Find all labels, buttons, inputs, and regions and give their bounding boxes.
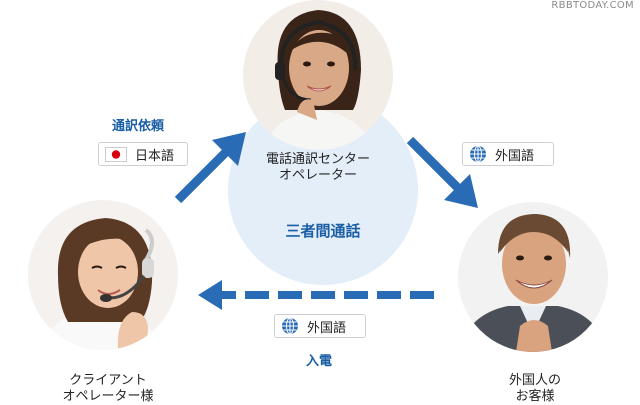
interpretation-request-label: 通訳依頼 [112,119,165,134]
japanese-language-text: 日本語 [135,148,175,164]
foreign-language-tag-bottom: 外国語 [274,314,366,338]
foreign-customer-photo [458,202,608,352]
interpreter-operator-photo [243,0,393,150]
foreign-language-text-bottom: 外国語 [307,320,347,336]
foreign-language-text-top: 外国語 [495,148,535,164]
incoming-call-label: 入電 [306,354,333,369]
arrow-interpreter-to-customer [406,136,478,208]
watermark: RBBTODAY.COM [551,0,634,11]
globe-icon [469,145,487,163]
japan-flag-icon [105,146,127,162]
client-operator-photo [28,200,178,350]
three-way-call-label: 三者間通話 [285,222,361,240]
arrow-customer-to-client-dashed [198,280,434,310]
interpreter-operator-label: 電話通訳センター オペレーター [265,152,370,183]
globe-icon [281,317,299,335]
arrow-client-to-interpreter [174,132,246,204]
foreign-language-tag-top: 外国語 [462,142,554,166]
japanese-language-tag: 日本語 [98,142,188,166]
